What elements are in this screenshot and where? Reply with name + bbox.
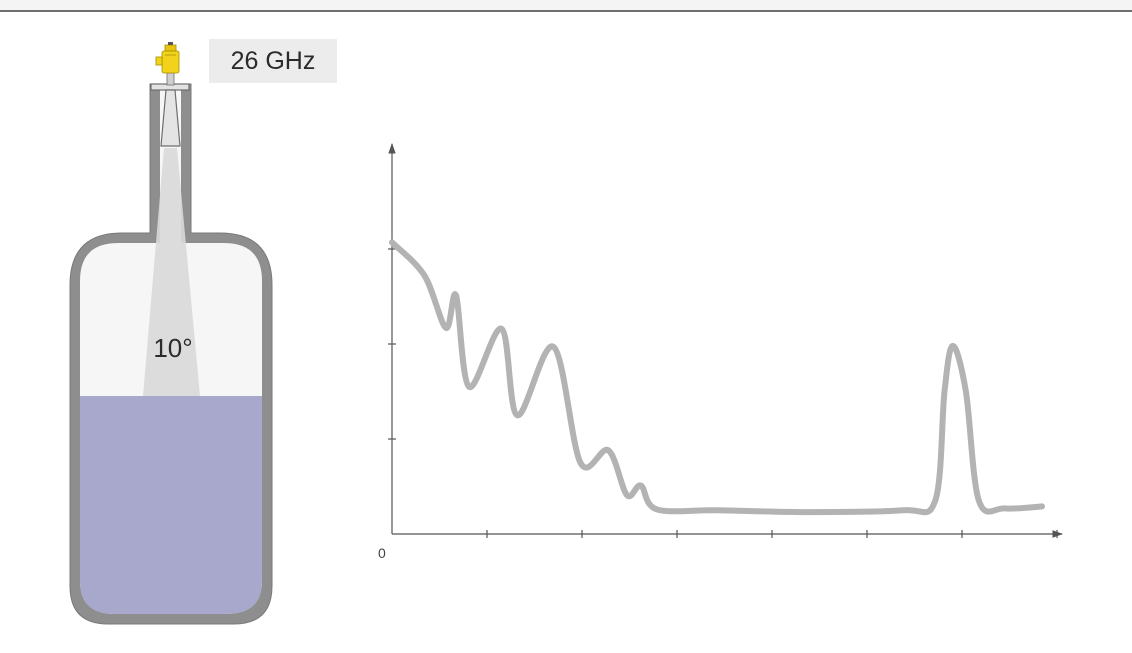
- liquid: [80, 396, 262, 614]
- beam-angle-label: 10°: [153, 333, 193, 363]
- radar-sensor-icon: [155, 42, 180, 86]
- radar-beam: [143, 148, 200, 396]
- frequency-label: 26 GHz: [209, 39, 337, 83]
- top-divider: [0, 0, 1132, 12]
- horn-antenna: [160, 89, 181, 147]
- echo-curve: [389, 239, 1045, 516]
- axis-origin-label: 0: [378, 545, 386, 561]
